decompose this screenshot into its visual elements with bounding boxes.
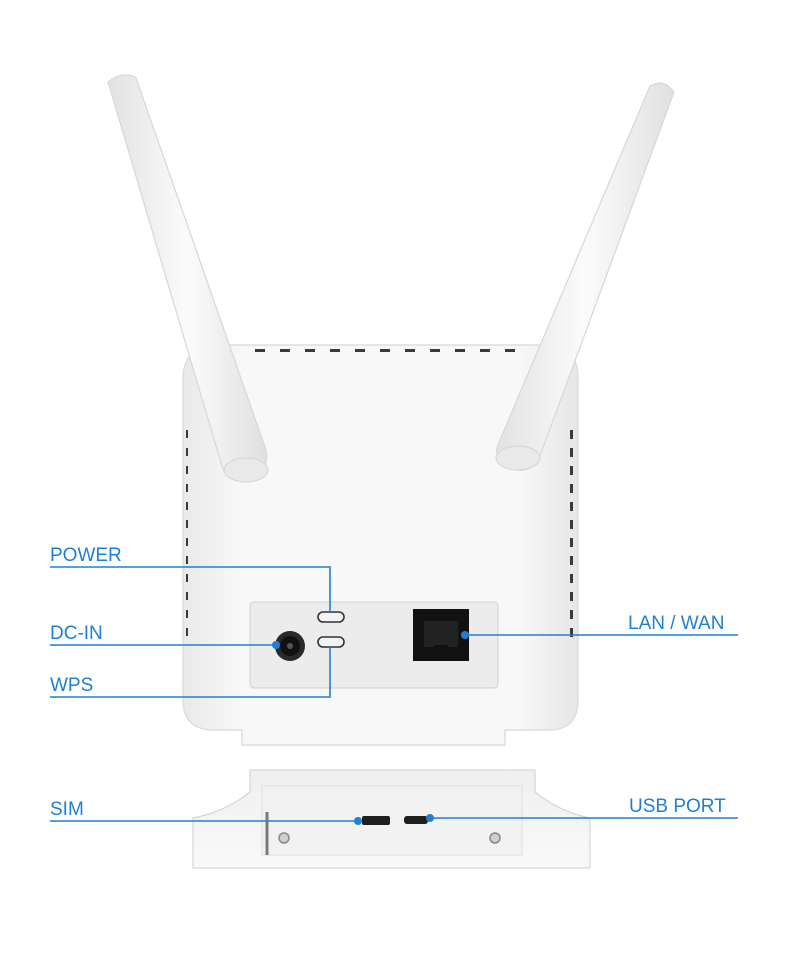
callout-lines bbox=[50, 566, 738, 822]
screw-icon bbox=[489, 832, 501, 844]
top-vent bbox=[255, 349, 515, 352]
antenna-left bbox=[107, 74, 269, 483]
screw-icon bbox=[278, 832, 290, 844]
lan-wan-port bbox=[413, 609, 469, 661]
left-vent bbox=[186, 430, 188, 636]
right-vent bbox=[570, 430, 573, 637]
label-dc-in: DC-IN bbox=[50, 623, 103, 644]
label-sim: SIM bbox=[50, 799, 84, 820]
usb-port bbox=[404, 816, 428, 824]
label-wps: WPS bbox=[50, 675, 94, 696]
label-lan-wan: LAN / WAN bbox=[628, 613, 725, 634]
label-power: POWER bbox=[50, 545, 122, 566]
power-button bbox=[317, 611, 345, 623]
sim-slot bbox=[362, 816, 390, 825]
wps-button bbox=[317, 636, 345, 648]
port-panel bbox=[249, 601, 499, 689]
callout-dots bbox=[272, 631, 469, 825]
router-base bbox=[192, 769, 591, 869]
antenna-right bbox=[495, 82, 675, 471]
dc-in-jack bbox=[275, 631, 305, 661]
label-usb-port: USB PORT bbox=[629, 796, 726, 817]
